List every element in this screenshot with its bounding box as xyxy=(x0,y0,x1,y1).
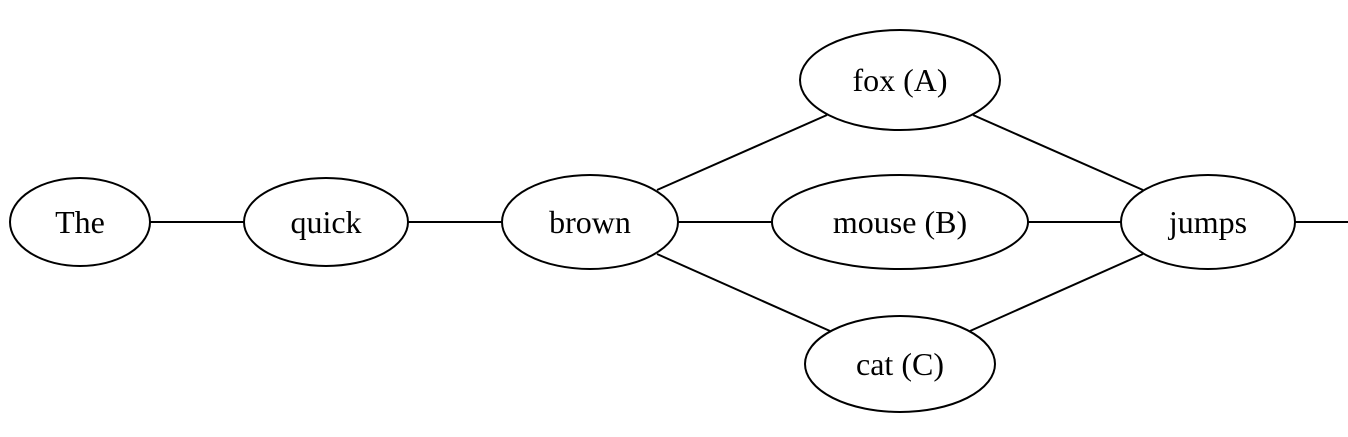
node-mouse: mouse (B) xyxy=(771,174,1029,270)
node-quick-ellipse xyxy=(243,177,409,267)
node-cat-label: cat (C) xyxy=(856,346,944,382)
edges xyxy=(150,114,1348,332)
node-brown: brown xyxy=(501,174,679,270)
node-brown-ellipse xyxy=(501,174,679,270)
node-fox-ellipse xyxy=(799,29,1001,131)
node-jumps-ellipse xyxy=(1120,174,1296,270)
node-brown-label: brown xyxy=(549,204,631,240)
node-the-ellipse xyxy=(9,177,151,267)
edge-brown-cat xyxy=(656,253,831,332)
node-jumps-label: jumps xyxy=(1168,204,1247,240)
node-mouse-label: mouse (B) xyxy=(833,204,967,240)
node-fox-label: fox (A) xyxy=(852,62,947,98)
node-the: The xyxy=(9,177,151,267)
edge-cat-jumps xyxy=(969,253,1144,332)
node-quick-label: quick xyxy=(290,204,361,240)
node-cat: cat (C) xyxy=(804,315,996,413)
node-jumps: jumps xyxy=(1120,174,1296,270)
edge-fox-jumps xyxy=(972,114,1144,191)
node-fox: fox (A) xyxy=(799,29,1001,131)
node-cat-ellipse xyxy=(804,315,996,413)
node-quick: quick xyxy=(243,177,409,267)
node-the-label: The xyxy=(55,204,105,240)
edge-brown-fox xyxy=(656,114,828,191)
node-mouse-ellipse xyxy=(771,174,1029,270)
